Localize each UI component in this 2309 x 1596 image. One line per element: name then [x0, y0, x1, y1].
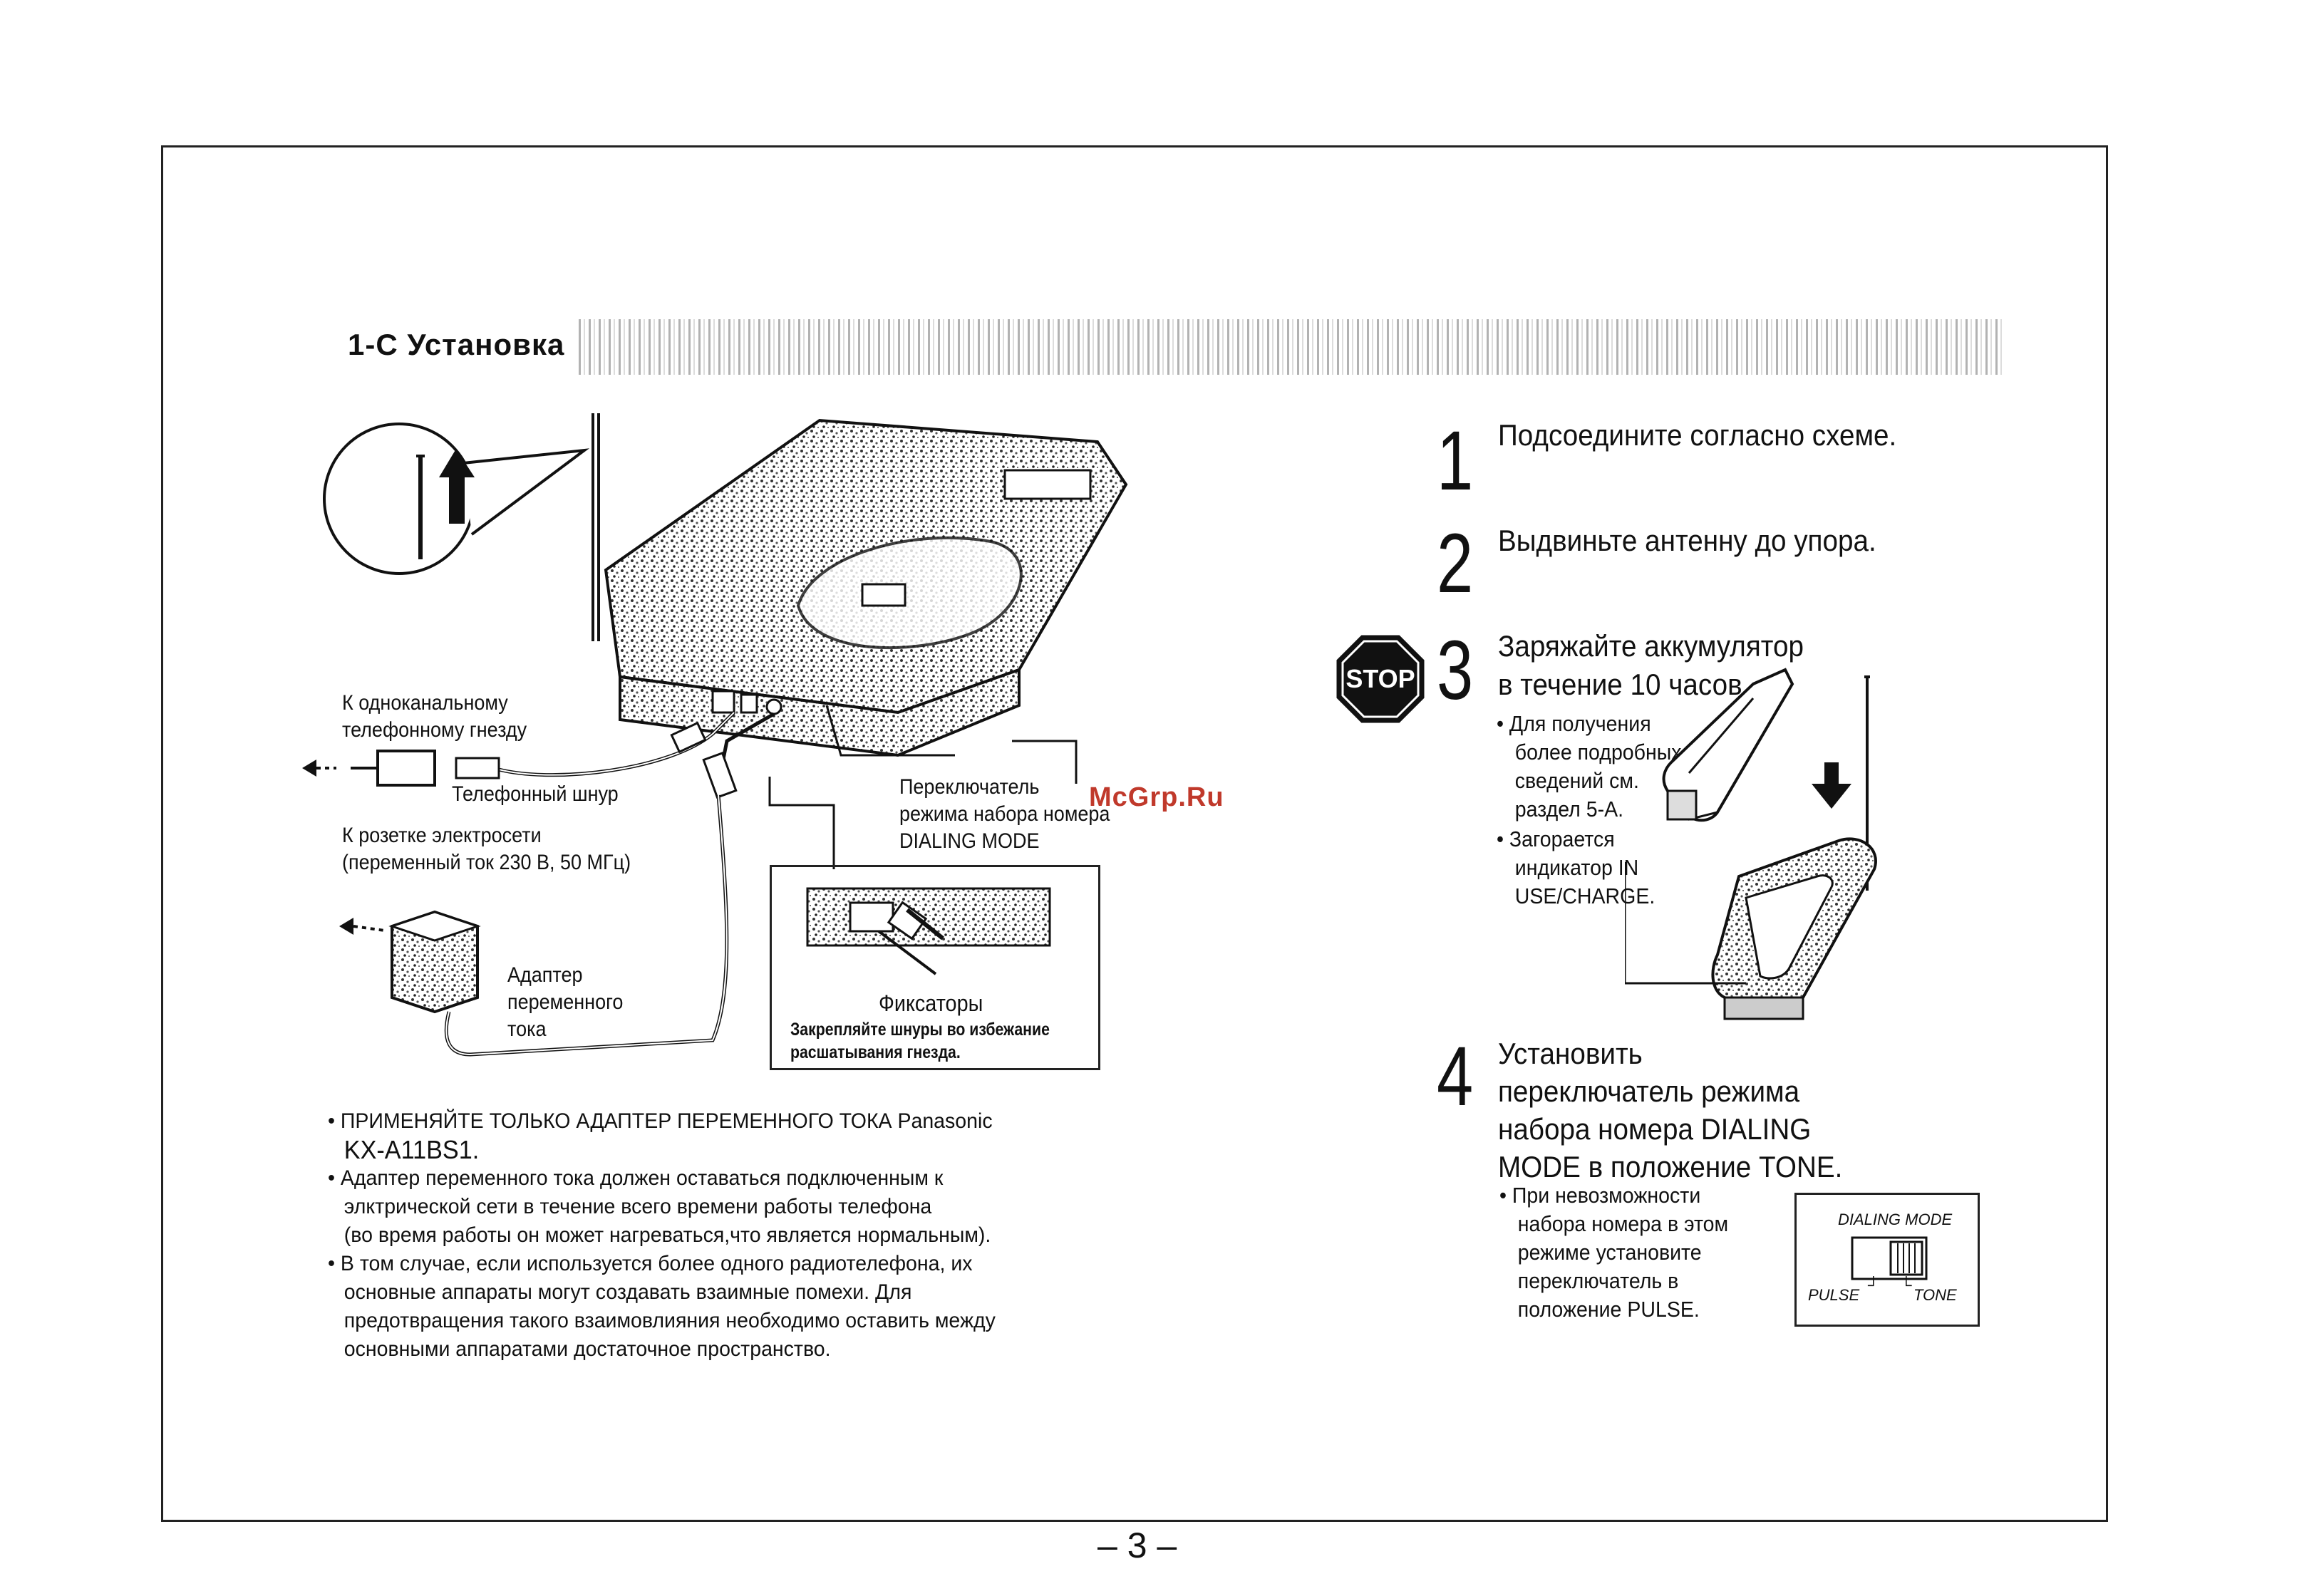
section-title: 1-C Установка [348, 328, 565, 361]
step-3-number: 3 [1437, 623, 1474, 717]
cord-clips-illustration [806, 887, 1051, 975]
page-number: – 3 – [1097, 1525, 1177, 1565]
clips-note: Закрепляйте шнуры во избежание расшатыва… [790, 1020, 1050, 1062]
step-1-number: 1 [1437, 414, 1474, 508]
stop-icon: STOP [1336, 635, 1425, 723]
dialing-mode-switch-diagram: DIALING MODE PULSE ┘ └ TONE [1794, 1193, 1980, 1327]
step-3-bullet-2: • Загорается индикатор IN USE/CHARGE. [1497, 826, 1655, 908]
connection-diagram [302, 413, 1128, 1057]
note-item: • В том случае, если используется более … [328, 1252, 973, 1275]
ac-adapter-illustration [388, 910, 481, 1014]
phone-cord-label: Телефонный шнур [452, 782, 619, 806]
watermark: McGrp.Ru [1089, 782, 1224, 812]
step-2-text: Выдвиньте антенну до упора. [1498, 524, 1876, 557]
tone-label: TONE [1913, 1286, 1957, 1304]
base-unit-illustration [604, 418, 1128, 757]
dialing-switch-label: Переключатель режима набора номера DIALI… [899, 775, 1110, 853]
stop-label: STOP [1345, 664, 1415, 693]
note-item: KX-A11BS1. [343, 1135, 480, 1164]
dialing-mode-title: DIALING MODE [1838, 1211, 1953, 1228]
step-3-bullet-1: • Для получения более подробных сведений… [1497, 711, 1682, 822]
step-3-text: Заряжайте аккумулятор в течение 10 часов… [1498, 629, 1804, 701]
step-4-number: 4 [1437, 1030, 1474, 1124]
note-item: основные аппараты могут создавать взаимн… [343, 1280, 912, 1304]
step-4-bullet: • При невозможности набора номера в этом… [1499, 1183, 1729, 1322]
page-frame [161, 145, 2108, 1522]
tone-marker: └ [1901, 1276, 1912, 1294]
clips-label: Фиксаторы [879, 990, 983, 1016]
note-item: • ПРИМЕНЯЙТЕ ТОЛЬКО АДАПТЕР ПЕРЕМЕННОГО … [328, 1109, 993, 1133]
step-2-number: 2 [1437, 517, 1474, 611]
adapter-label: Адаптер переменного тока [507, 963, 624, 1041]
note-item: элктрической сети в течение всего времен… [343, 1195, 932, 1218]
jack-label: К одноканальному телефонному гнезду [342, 691, 527, 742]
handset-charger-illustration [1625, 668, 1877, 1020]
step-1-text: Подсоедините согласно схеме. [1498, 418, 1897, 452]
decorative-band [579, 319, 2005, 375]
switch-icon [1851, 1236, 1928, 1280]
note-item: предотвращения такого взаимовлияния необ… [343, 1309, 996, 1332]
note-item: • Адаптер переменного тока должен остава… [328, 1166, 944, 1190]
step-4-text: Установить переключатель режима набора н… [1498, 1037, 1843, 1183]
pulse-marker: ┘ [1868, 1276, 1879, 1294]
pulse-label: PULSE [1808, 1286, 1860, 1304]
note-item: основными аппаратами достаточное простра… [343, 1337, 831, 1361]
outlet-label: К розетке электросети (переменный ток 23… [342, 824, 631, 874]
cord-clips-detail: Фиксаторы Закрепляйте шнуры во избежание… [770, 865, 1100, 1070]
notes-list: • ПРИМЕНЯЙТЕ ТОЛЬКО АДАПТЕР ПЕРЕМЕННОГО … [328, 1107, 996, 1364]
note-item: (во время работы он может нагреваться,чт… [343, 1223, 991, 1247]
antenna-zoom-callout [323, 423, 590, 575]
